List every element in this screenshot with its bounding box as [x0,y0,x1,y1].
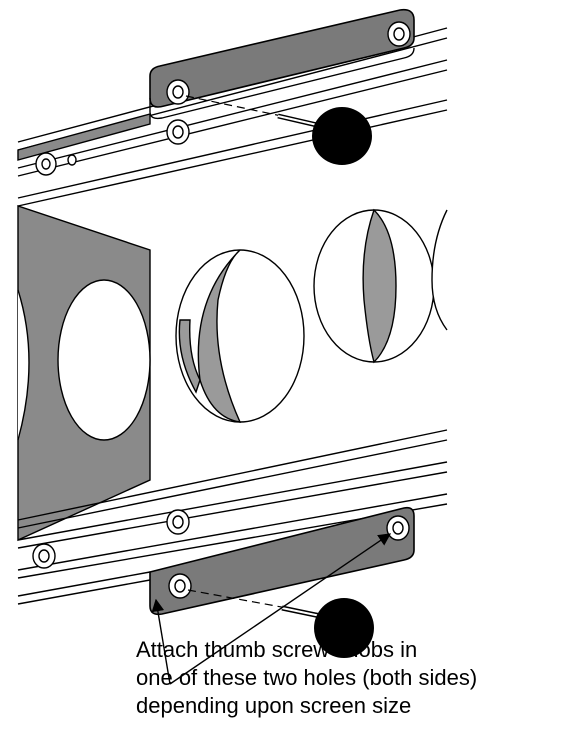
top-thumb-screw [185,95,372,165]
pointer-arrow-icon [169,533,392,685]
center-panel [17,205,448,542]
panel-cutouts [175,208,448,423]
caption-line-1: Attach thumb screw knobs in [136,637,418,662]
pointer-arrows [151,533,392,685]
top-rail [17,27,448,207]
top-holes [35,21,411,176]
bottom-holes [32,509,410,599]
top-bracket-plate [149,8,415,120]
thumb-screw-knob-icon [314,598,374,658]
thumb-screw-knob-icon [312,107,372,165]
caption-line-3: depending upon screen size [136,693,412,718]
instruction-caption: Attach thumb screw knobs in one of these… [136,636,556,720]
caption-line-2: one of these two holes (both sides) [136,665,478,690]
bottom-bracket-plate [149,506,415,616]
bottom-thumb-screw [187,589,374,658]
pointer-arrow-icon [151,598,171,685]
